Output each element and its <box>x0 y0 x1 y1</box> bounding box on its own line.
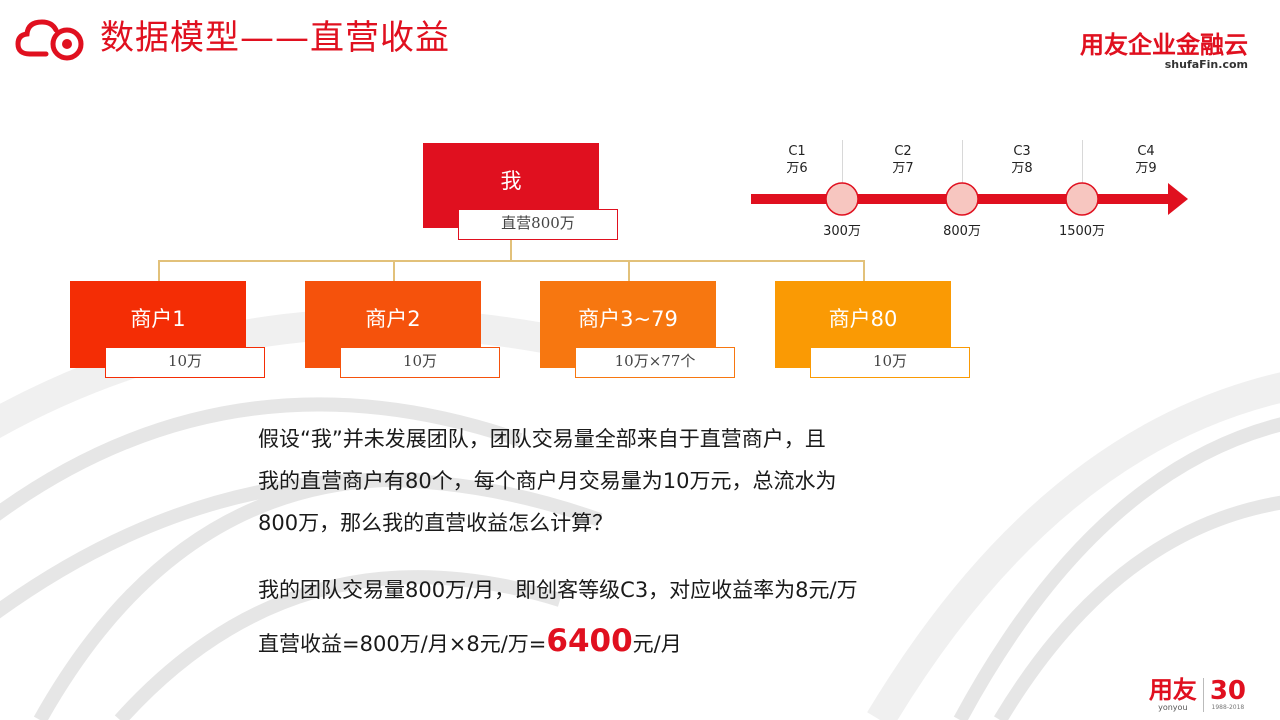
formula-prefix: 直营收益=800万/月×8元/万= <box>258 632 547 656</box>
merchant-volume-label: 10万 <box>810 347 970 378</box>
merchant-name: 商户1 <box>130 307 186 331</box>
income-formula: 直营收益=800万/月×8元/万=6400元/月 <box>258 620 682 665</box>
level-divider <box>962 140 963 184</box>
level-rate: 万9 <box>1135 161 1157 176</box>
scenario-line: 我的直营商户有80个，每个商户月交易量为10万元，总流水为 <box>258 469 837 493</box>
tree-connector <box>628 260 630 282</box>
footer-brand: 用友 <box>1148 676 1197 704</box>
income-value: 6400 <box>546 623 633 659</box>
level-timeline: C1 万6 C2 万7 C3 万8 C4 万9 300万 800万 1500万 <box>0 0 1280 260</box>
brand-url: shufaFin.com <box>1164 58 1248 71</box>
level-divider <box>842 140 843 184</box>
team-volume-text: 我的团队交易量800万/月，即创客等级C3，对应收益率为8元/万 <box>258 578 858 602</box>
org-tree: 我 直营800万 商户1 10万 商户2 10万 商户3~79 10万×77个 … <box>70 143 970 378</box>
threshold-amount: 1500万 <box>1058 224 1106 239</box>
level-rate: 万6 <box>786 161 808 176</box>
brand-logo: 用友企业金融云 shufaFin.com <box>1080 30 1248 71</box>
formula-suffix: 元/月 <box>632 632 682 656</box>
level-code: C2 <box>894 144 912 159</box>
level-code: C1 <box>788 144 806 159</box>
level-rate: 万8 <box>1011 161 1033 176</box>
footer-logo: 用友 yonyou 30 1988-2018 <box>1149 677 1246 712</box>
threshold-marker <box>945 182 979 216</box>
level-code: C4 <box>1137 144 1155 159</box>
tree-root-name: 我 <box>500 169 522 193</box>
level-c1: C1 万6 <box>772 143 822 177</box>
tree-connector <box>863 260 865 282</box>
merchant-name: 商户3~79 <box>578 307 678 331</box>
merchant-volume-label: 10万×77个 <box>575 347 735 378</box>
brand-name: 用友企业金融云 <box>1080 31 1248 59</box>
tree-connector <box>510 239 512 261</box>
level-rate: 万7 <box>892 161 914 176</box>
cloud-icon <box>15 19 84 61</box>
scenario-paragraph: 假设“我”并未发展团队，团队交易量全部来自于直营商户，且 我的直营商户有80个，… <box>258 418 836 544</box>
footer-separator <box>1202 677 1204 712</box>
tree-connector <box>158 260 864 262</box>
level-c2: C2 万7 <box>878 143 928 177</box>
tree-connector <box>158 260 160 282</box>
scenario-line: 800万，那么我的直营收益怎么计算？ <box>258 511 614 535</box>
threshold-amount: 800万 <box>943 224 981 239</box>
tree-connector <box>393 260 395 282</box>
page-title: 数据模型——直营收益 <box>100 18 450 58</box>
threshold-marker <box>825 182 859 216</box>
footer-brand-sub: yonyou <box>1158 703 1188 712</box>
level-c4: C4 万9 <box>1121 143 1171 177</box>
merchant-volume-label: 10万 <box>105 347 265 378</box>
anniversary-years: 1988-2018 <box>1211 704 1245 711</box>
merchant-name: 商户80 <box>828 307 898 331</box>
merchant-name: 商户2 <box>365 307 421 331</box>
threshold-marker <box>1065 182 1099 216</box>
timeline-arrow <box>751 182 1188 216</box>
level-code: C3 <box>1013 144 1031 159</box>
scenario-line: 假设“我”并未发展团队，团队交易量全部来自于直营商户，且 <box>258 427 826 451</box>
threshold-amount: 300万 <box>823 224 861 239</box>
level-c3: C3 万8 <box>997 143 1047 177</box>
tree-root-label: 直营800万 <box>458 209 618 240</box>
anniversary-number: 30 <box>1209 676 1246 706</box>
level-divider <box>1082 140 1083 184</box>
merchant-volume-label: 10万 <box>340 347 500 378</box>
